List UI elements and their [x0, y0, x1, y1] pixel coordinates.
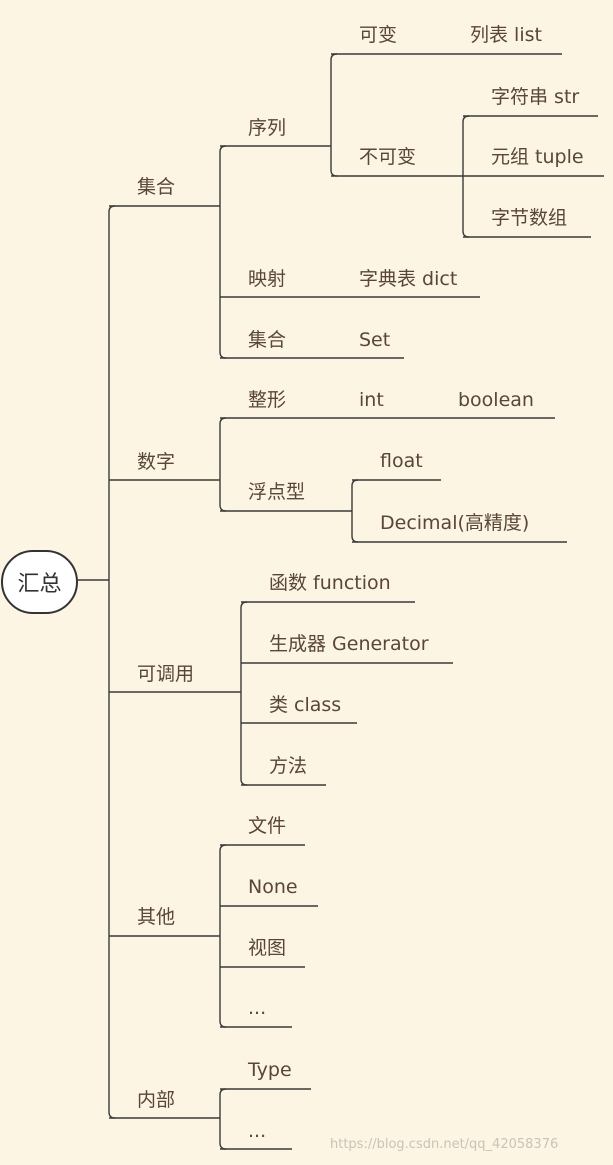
node-zidian: 字典表 dict — [359, 268, 458, 290]
node-dots1: ... — [248, 997, 267, 1019]
root-label: 汇总 — [17, 572, 62, 597]
node-zhengxing: 整形 — [248, 389, 287, 411]
node-zifuchuan: 字符串 str — [491, 86, 580, 108]
node-shitu: 视图 — [248, 937, 287, 959]
node-hanshu: 函数 function — [269, 572, 391, 594]
node-none: None — [248, 876, 298, 898]
node-shengcheng: 生成器 Generator — [269, 633, 429, 655]
node-fangfa: 方法 — [269, 755, 308, 777]
node-float: float — [380, 450, 423, 472]
node-xulie: 序列 — [248, 117, 287, 139]
node-wenjian: 文件 — [248, 815, 287, 837]
node-bukebian: 不可变 — [359, 146, 417, 168]
node-neibu: 内部 — [137, 1089, 176, 1111]
node-liebiao: 列表 list — [470, 24, 542, 46]
node-int: int — [359, 389, 384, 411]
node-kebian: 可变 — [359, 24, 398, 46]
node-set: Set — [359, 329, 391, 351]
node-jihe: 集合 — [137, 176, 176, 198]
node-decimal: Decimal(高精度) — [380, 512, 530, 534]
watermark: https://blog.csdn.net/qq_42058376 — [330, 1137, 559, 1152]
root-node: 汇总 — [1, 550, 78, 614]
node-boolean: boolean — [458, 389, 534, 411]
node-qita: 其他 — [137, 906, 176, 928]
node-fudian: 浮点型 — [248, 481, 306, 503]
node-yingshe: 映射 — [248, 268, 287, 290]
node-type: Type — [248, 1059, 292, 1081]
node-jihe2: 集合 — [248, 329, 287, 351]
node-yuanzu: 元组 tuple — [491, 146, 584, 168]
node-shuzi: 数字 — [137, 451, 176, 473]
node-zijieshuzu: 字节数组 — [491, 207, 568, 229]
node-lei: 类 class — [269, 694, 342, 716]
node-dots2: ... — [248, 1120, 267, 1142]
node-kediaoyong: 可调用 — [137, 663, 195, 685]
